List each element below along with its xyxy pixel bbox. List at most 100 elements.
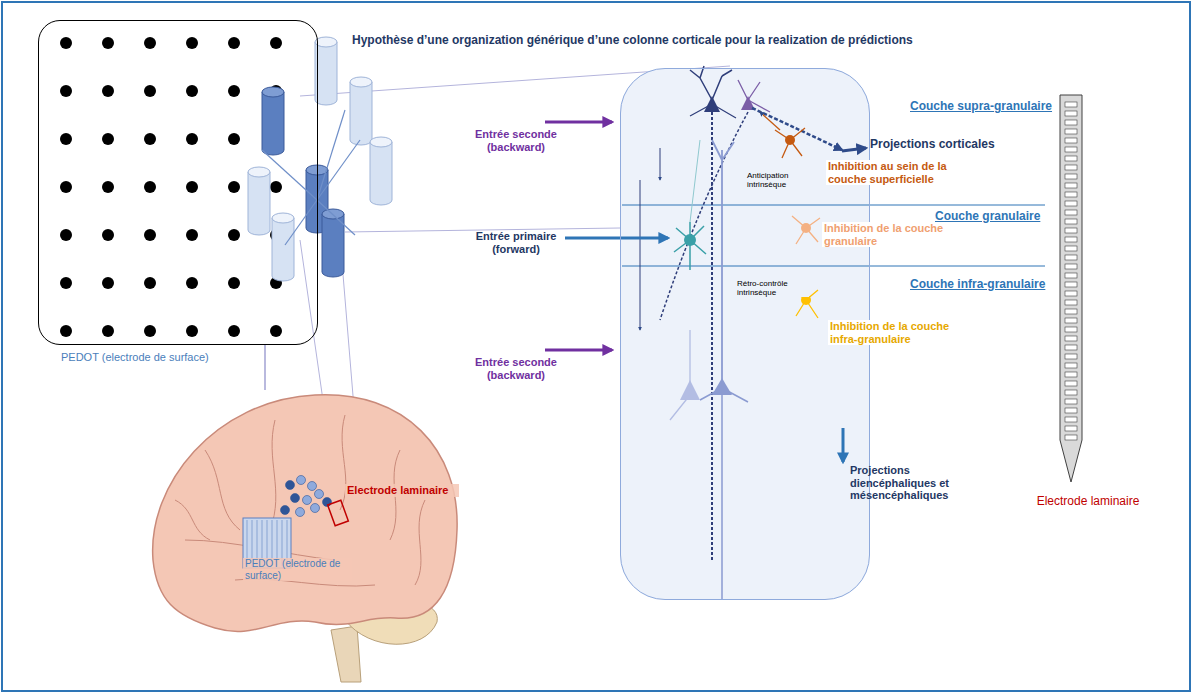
electrode-dot [144, 325, 156, 337]
column-cylinder [272, 213, 294, 281]
electrode-dot [186, 181, 198, 193]
column-cylinder [315, 37, 337, 105]
electrode-dot [102, 85, 114, 97]
annotation: Couche supra-granulaire [910, 100, 1052, 114]
probe-contact [1065, 120, 1077, 125]
zoom-line [264, 345, 265, 390]
annotation: Inhibition au sein de la couche superfic… [826, 160, 958, 185]
electrode-dot [60, 37, 72, 49]
electrode-dot [102, 181, 114, 193]
electrode-dot [102, 325, 114, 337]
io-arrows [545, 122, 866, 462]
column-cylinder [322, 209, 344, 277]
column-cylinder [248, 167, 270, 235]
probe-contact [1065, 228, 1077, 233]
electrode-dot [60, 181, 72, 193]
probe-contacts [1065, 102, 1077, 440]
electrode-dot [270, 37, 282, 49]
electrode-dot [228, 85, 240, 97]
probe-contact [1065, 246, 1077, 251]
annotation: Entrée seconde (backward) [472, 356, 560, 381]
probe-contact [1065, 300, 1077, 305]
electrode-dot [144, 133, 156, 145]
electrode-dot [186, 85, 198, 97]
electrode-dot [102, 37, 114, 49]
node-text: Anticipation intrinsèque [745, 171, 809, 189]
probe-contact [1065, 183, 1077, 188]
probe-contact [1065, 192, 1077, 197]
electrode-dot [144, 181, 156, 193]
probe-contact [1065, 318, 1077, 323]
annotation: Projections corticales [870, 138, 995, 152]
probe-contact [1065, 210, 1077, 215]
electrode-dot [60, 229, 72, 241]
probe-contact [1065, 381, 1077, 386]
probe-contact [1065, 408, 1077, 413]
probe-contact [1065, 435, 1077, 440]
electrode-dot [60, 277, 72, 289]
probe-contact [1065, 138, 1077, 143]
laminar-probe [1060, 95, 1082, 482]
annotation: Couche granulaire [935, 210, 1040, 224]
probe-contact [1065, 165, 1077, 170]
electrode-dot [228, 229, 240, 241]
electrode-dot [102, 133, 114, 145]
node-text: PEDOT (electrode de surface) [243, 558, 352, 581]
probe-contact [1065, 174, 1077, 179]
node-text: Electrode laminaire [345, 484, 459, 497]
annotation: Inhibition de la couche infra-granulaire [828, 320, 954, 345]
probe-contact [1065, 264, 1077, 269]
probe-contact [1065, 390, 1077, 395]
electrode-dot [228, 181, 240, 193]
electrode-dots [60, 37, 282, 337]
column-links [262, 110, 360, 245]
electrode-dot [270, 181, 282, 193]
cortical-columns [248, 37, 392, 281]
probe-contact [1065, 129, 1077, 134]
probe-contact [1065, 201, 1077, 206]
annotation: Couche infra-granulaire [910, 278, 1045, 292]
electrode-dot [228, 133, 240, 145]
probe-contact [1065, 147, 1077, 152]
annotation: Entrée primaire (forward) [470, 230, 562, 255]
annotation: Inhibition de la couche granulaire [822, 222, 946, 247]
electrode-dot [186, 277, 198, 289]
electrode-dot [60, 85, 72, 97]
electrode-dot [186, 37, 198, 49]
probe-contact [1065, 102, 1077, 107]
probe-contact [1065, 372, 1077, 377]
electrode-dot [228, 37, 240, 49]
probe-contact [1065, 282, 1077, 287]
electrode-dot [144, 277, 156, 289]
electrode-dot [186, 325, 198, 337]
column-cylinder [262, 87, 284, 155]
node-text: Electrode laminaire [1018, 495, 1158, 509]
electrode-dot [60, 325, 72, 337]
probe-contact [1065, 336, 1077, 341]
probe-contact [1065, 237, 1077, 242]
electrode-dot [270, 325, 282, 337]
probe-contact [1065, 417, 1077, 422]
electrode-dot [144, 85, 156, 97]
neurons [640, 66, 842, 600]
column-cylinder [370, 137, 392, 205]
electrode-dot [102, 229, 114, 241]
brain: PEDOT (electrode de surface) Electrode la… [145, 390, 463, 686]
title: Hypothèse d’une organization générique d… [352, 34, 913, 48]
column-cylinder [350, 77, 372, 145]
laminar-electrode: Electrode laminaire [1058, 93, 1084, 485]
probe-contact [1065, 327, 1077, 332]
probe-contact [1065, 255, 1077, 260]
probe-contact [1065, 399, 1077, 404]
probe-contact [1065, 309, 1077, 314]
node-text: PEDOT (electrode de surface) [61, 351, 221, 364]
electrode-dot [186, 133, 198, 145]
probe-contact [1065, 426, 1077, 431]
probe-contact [1065, 156, 1077, 161]
electrode-dot [228, 325, 240, 337]
electrode-dot [144, 229, 156, 241]
probe-contact [1065, 219, 1077, 224]
annotation: Projections diencéphaliques et mésencéph… [850, 464, 990, 502]
probe-contact [1065, 345, 1077, 350]
